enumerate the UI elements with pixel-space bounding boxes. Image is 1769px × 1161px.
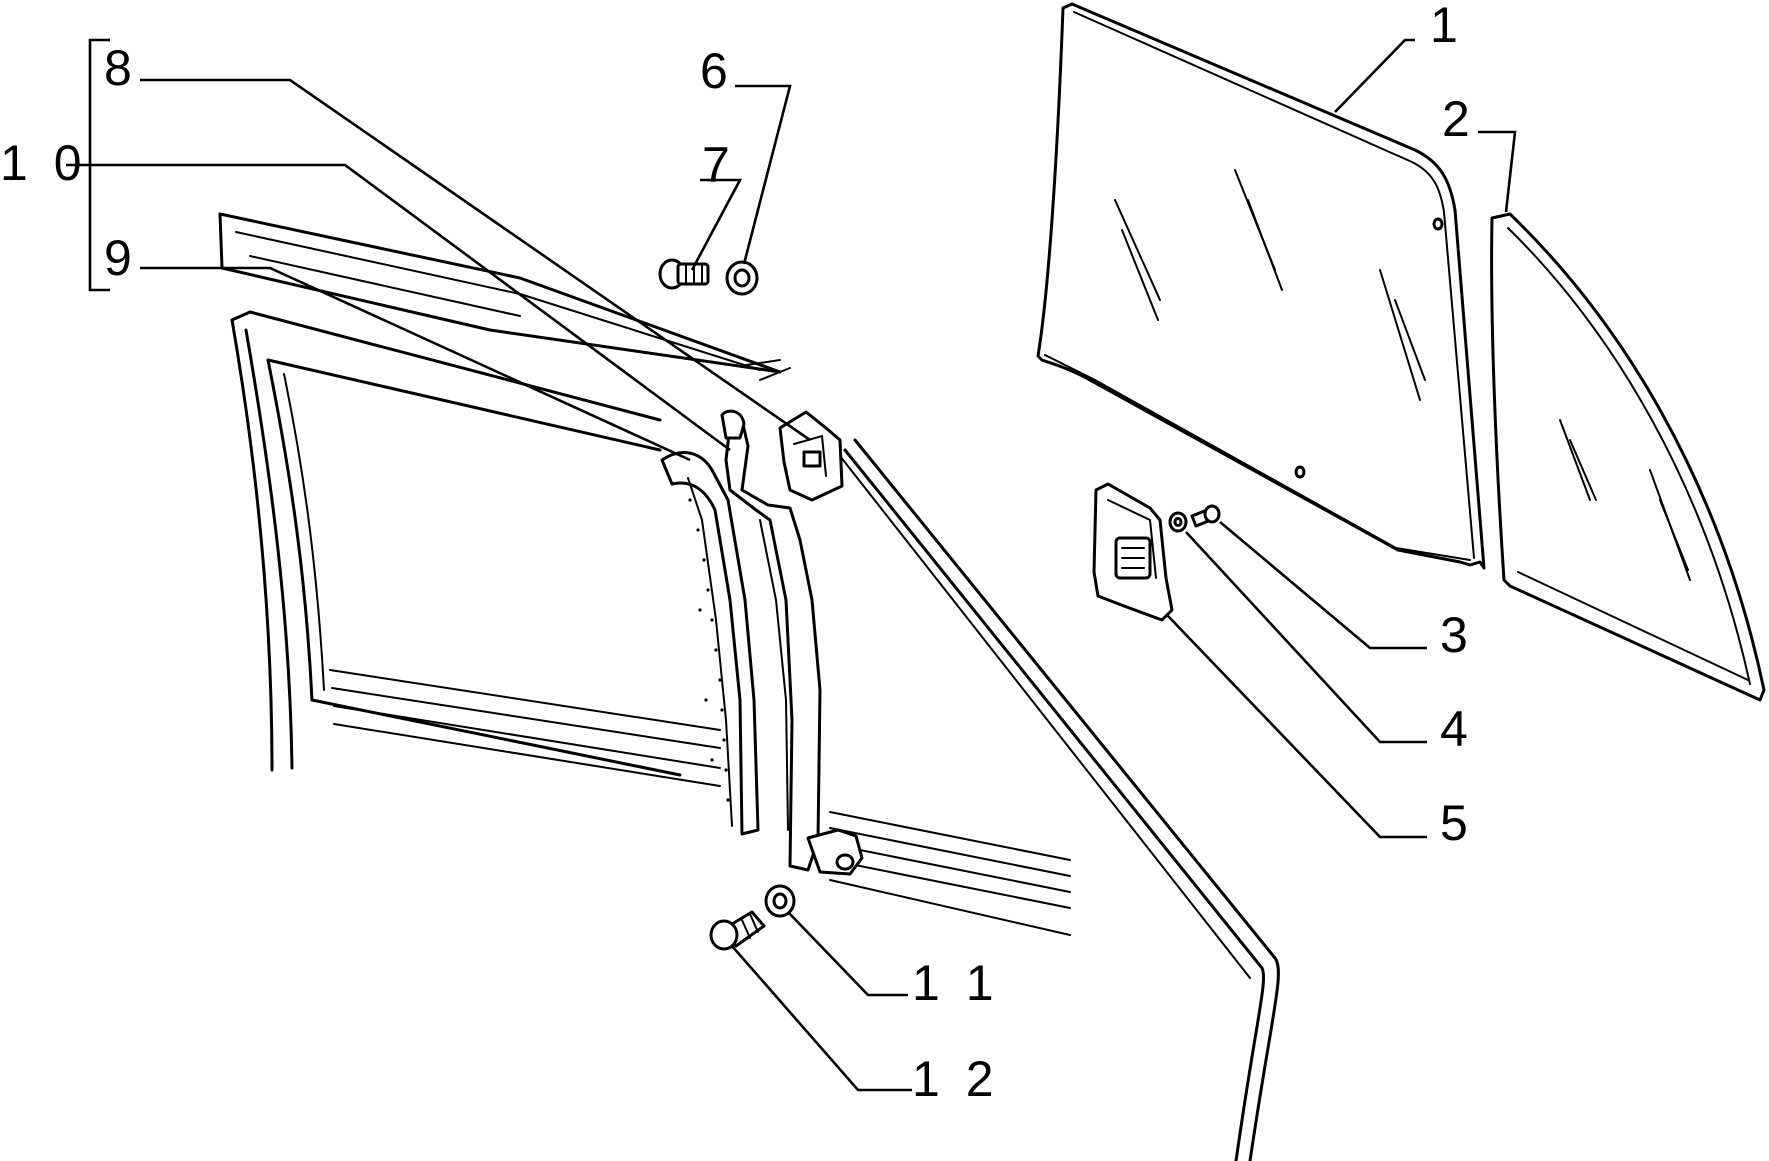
callout-5: 5 bbox=[1440, 795, 1474, 851]
callout-leaders bbox=[66, 38, 1517, 1092]
callout-3: 3 bbox=[1440, 607, 1474, 663]
callout-12: 1 2 bbox=[912, 1051, 1000, 1107]
callout-8: 8 bbox=[104, 40, 138, 96]
callout-7: 7 bbox=[702, 137, 736, 193]
callout-6: 6 bbox=[700, 43, 734, 99]
callout-4: 4 bbox=[1440, 701, 1474, 757]
window-guide-channel bbox=[720, 409, 864, 876]
door-window-glass bbox=[1036, 2, 1486, 570]
bolt-and-washer-top bbox=[658, 258, 759, 296]
callout-9: 9 bbox=[104, 230, 138, 286]
glass-clamp-bracket bbox=[1092, 482, 1174, 622]
window-weatherstrip bbox=[660, 451, 760, 836]
door-outer-panel bbox=[839, 438, 1280, 1161]
quarter-window-glass bbox=[1490, 212, 1766, 702]
clamp-screw-and-washer bbox=[1168, 504, 1221, 533]
bolt-and-washer-bottom bbox=[709, 884, 796, 951]
callout-2: 2 bbox=[1442, 91, 1476, 147]
callout-labels: 1 2 3 4 5 6 7 8 9 1 0 1 1 1 2 bbox=[0, 0, 1476, 1107]
door-frame bbox=[218, 212, 1071, 936]
callout-1: 1 bbox=[1430, 0, 1464, 53]
callout-10: 1 0 bbox=[0, 135, 88, 191]
callout-11: 1 1 bbox=[912, 955, 1000, 1011]
guide-top-bracket bbox=[778, 410, 844, 502]
